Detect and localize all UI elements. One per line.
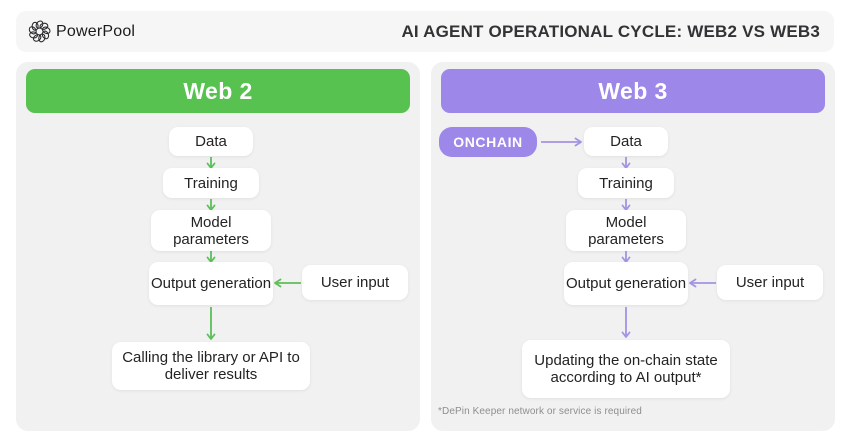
web3-arrow-right-onchain — [541, 137, 582, 147]
web3-node-onchain: ONCHAIN — [439, 127, 537, 157]
web3-footnote: *DePin Keeper network or service is requ… — [438, 406, 642, 417]
web2-panel: Web 2 Data Training Model parameters Out… — [16, 62, 420, 431]
web2-node-training: Training — [163, 168, 259, 198]
brand: PowerPool — [26, 18, 135, 45]
brand-name: PowerPool — [56, 22, 136, 40]
web2-node-user-input: User input — [302, 265, 408, 300]
web2-panel-header: Web 2 — [26, 69, 410, 113]
page-title: AI AGENT OPERATIONAL CYCLE: WEB2 VS WEB3 — [401, 21, 820, 41]
web2-node-model-parameters: Model parameters — [151, 210, 271, 251]
web3-node-final: Updating the on-chain state according to… — [522, 340, 730, 398]
web3-node-model-parameters: Model parameters — [566, 210, 686, 251]
web3-node-data: Data — [584, 127, 668, 156]
web2-arrow-left-user-input — [274, 278, 301, 288]
web3-arrow-down-4 — [621, 307, 631, 338]
top-bar: PowerPool AI AGENT OPERATIONAL CYCLE: WE… — [16, 11, 834, 52]
powerpool-logo-icon — [28, 20, 51, 43]
web3-panel: Web 3 ONCHAIN Data Training Model parame… — [431, 62, 835, 431]
web2-node-output-generation: Output generation — [149, 262, 273, 305]
web3-node-output-generation: Output generation — [564, 262, 688, 305]
web3-arrow-left-user-input — [689, 278, 716, 288]
web2-arrow-down-4 — [206, 307, 216, 340]
web2-node-data: Data — [169, 127, 253, 156]
web3-node-training: Training — [578, 168, 674, 198]
web2-node-final: Calling the library or API to deliver re… — [112, 342, 310, 390]
web3-panel-header: Web 3 — [441, 69, 825, 113]
web3-node-user-input: User input — [717, 265, 823, 300]
